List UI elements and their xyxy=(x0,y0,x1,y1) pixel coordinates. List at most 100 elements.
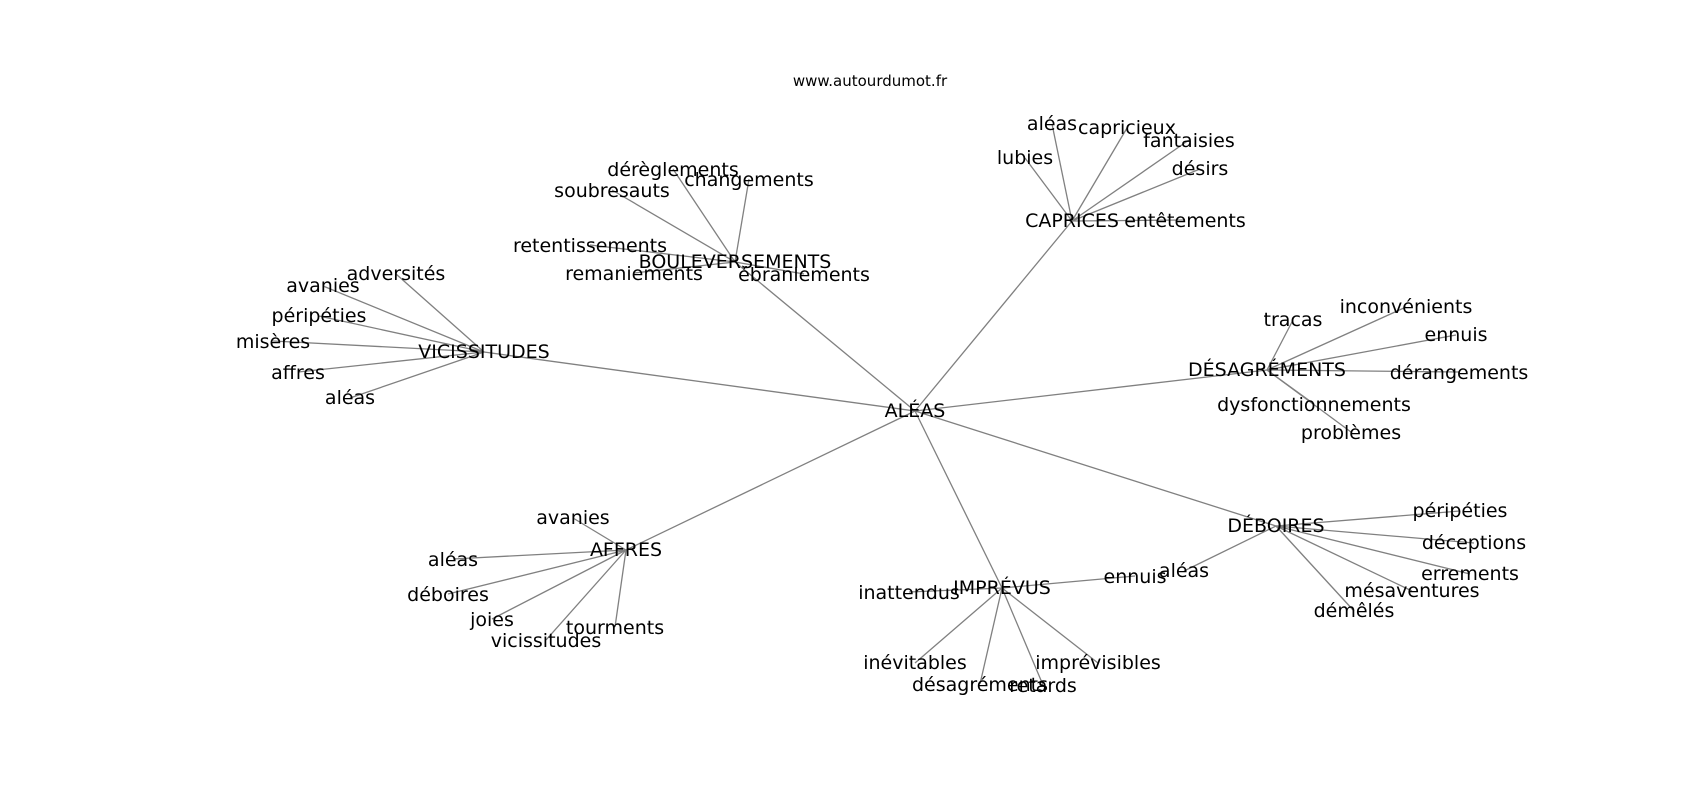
edge-vicissitudes-5 xyxy=(349,351,485,399)
edge-root-imprevus xyxy=(914,410,1003,589)
hub-node-vicissitudes[interactable]: VICISSITUDES xyxy=(418,341,549,363)
leaf-node-affres-4[interactable]: vicissitudes xyxy=(491,630,601,652)
leaf-node-imprevus-3[interactable]: désagréments xyxy=(912,674,1048,696)
hub-node-caprices[interactable]: CAPRICES xyxy=(1025,210,1119,232)
leaf-node-bouleversements-1[interactable]: changements xyxy=(684,169,814,191)
leaf-node-imprevus-5[interactable]: imprévisibles xyxy=(1035,652,1161,674)
leaf-node-vicissitudes-1[interactable]: avanies xyxy=(286,275,359,297)
leaf-node-caprices-5[interactable]: entêtements xyxy=(1124,210,1246,232)
edge-root-caprices xyxy=(914,220,1073,412)
leaf-node-deboires-5[interactable]: démêlés xyxy=(1314,600,1395,622)
edge-bouleversements-0 xyxy=(672,168,736,263)
edge-root-desagrements xyxy=(914,369,1268,412)
graph-edges xyxy=(272,123,1475,686)
leaf-node-caprices-0[interactable]: aléas xyxy=(1027,113,1077,135)
edge-caprices-0 xyxy=(1051,123,1073,222)
edge-affres-3 xyxy=(491,549,627,620)
leaf-node-desagrements-2[interactable]: ennuis xyxy=(1425,324,1488,346)
leaf-node-imprevus-0[interactable]: inattendus xyxy=(858,582,960,604)
edge-root-deboires xyxy=(914,410,1277,527)
leaf-node-deboires-3[interactable]: errements xyxy=(1421,563,1519,585)
edge-caprices-4 xyxy=(1071,168,1201,222)
hub-node-deboires[interactable]: DÉBOIRES xyxy=(1227,514,1324,537)
edge-desagrements-5 xyxy=(1266,369,1352,433)
leaf-node-bouleversements-2[interactable]: soubresauts xyxy=(554,180,670,202)
edge-affres-2 xyxy=(447,549,627,595)
site-caption: www.autourdumot.fr xyxy=(792,72,948,90)
edge-desagrements-1 xyxy=(1266,306,1407,371)
leaf-node-vicissitudes-0[interactable]: adversités xyxy=(347,263,446,285)
edge-root-affres xyxy=(625,410,916,551)
leaf-node-caprices-1[interactable]: capricieux xyxy=(1078,117,1176,139)
leaf-node-desagrements-5[interactable]: problèmes xyxy=(1301,422,1401,444)
leaf-node-caprices-2[interactable]: fantaisies xyxy=(1143,130,1235,152)
edge-deboires-0 xyxy=(1183,525,1277,572)
edge-caprices-5 xyxy=(1071,219,1186,222)
leaf-node-bouleversements-5[interactable]: ébranlements xyxy=(738,264,870,286)
edge-bouleversements-1 xyxy=(734,178,750,263)
edge-affres-0 xyxy=(572,517,627,551)
edge-bouleversements-5 xyxy=(734,261,805,275)
leaf-node-imprevus-4[interactable]: retards xyxy=(1009,675,1077,697)
edge-caprices-2 xyxy=(1071,139,1190,222)
leaf-node-desagrements-1[interactable]: inconvénients xyxy=(1340,296,1473,318)
leaf-node-vicissitudes-2[interactable]: péripéties xyxy=(272,305,367,327)
leaf-node-deboires-4[interactable]: mésaventures xyxy=(1344,580,1479,602)
root-node[interactable]: ALÉAS xyxy=(885,399,946,422)
leaf-node-imprevus-2[interactable]: inévitables xyxy=(863,652,967,674)
leaf-node-caprices-4[interactable]: désirs xyxy=(1172,158,1229,180)
leaf-node-imprevus-1[interactable]: ennuis xyxy=(1104,566,1167,588)
hub-node-bouleversements[interactable]: BOULEVERSEMENTS xyxy=(639,251,832,273)
edge-vicissitudes-0 xyxy=(395,273,485,353)
leaf-node-vicissitudes-4[interactable]: affres xyxy=(271,362,325,384)
leaf-node-affres-0[interactable]: avanies xyxy=(536,507,609,529)
hub-node-desagrements[interactable]: DÉSAGRÉMENTS xyxy=(1188,358,1346,381)
edge-deboires-1 xyxy=(1275,510,1461,527)
edge-affres-1 xyxy=(452,549,627,560)
hub-node-imprevus[interactable]: IMPRÉVUS xyxy=(953,576,1051,599)
leaf-node-vicissitudes-3[interactable]: misères xyxy=(236,331,310,353)
edge-deboires-4 xyxy=(1275,525,1413,592)
edge-bouleversements-3 xyxy=(589,244,736,263)
leaf-node-vicissitudes-5[interactable]: aléas xyxy=(325,387,375,409)
edge-desagrements-3 xyxy=(1266,369,1460,373)
leaf-node-affres-3[interactable]: joies xyxy=(469,609,514,631)
edge-vicissitudes-3 xyxy=(272,340,485,353)
edge-bouleversements-2 xyxy=(611,189,736,263)
leaf-node-bouleversements-4[interactable]: remaniements xyxy=(565,263,703,285)
leaf-node-bouleversements-3[interactable]: retentissements xyxy=(513,235,667,257)
edge-vicissitudes-2 xyxy=(318,315,485,353)
edge-deboires-5 xyxy=(1275,525,1355,612)
edge-affres-5 xyxy=(614,549,627,628)
leaf-node-bouleversements-0[interactable]: dérèglements xyxy=(607,159,738,181)
leaf-node-deboires-2[interactable]: déceptions xyxy=(1422,532,1526,554)
edge-vicissitudes-1 xyxy=(322,285,485,353)
leaf-node-affres-5[interactable]: tourments xyxy=(566,617,664,639)
edge-root-vicissitudes xyxy=(483,351,916,412)
edge-imprevus-0 xyxy=(908,587,1003,593)
graph-labels: ALÉAS BOULEVERSEMENTS dérèglementschangeme… xyxy=(236,113,1528,697)
leaf-node-desagrements-0[interactable]: tracas xyxy=(1264,309,1323,331)
leaf-node-affres-2[interactable]: déboires xyxy=(407,584,489,606)
leaf-node-desagrements-3[interactable]: dérangements xyxy=(1390,362,1529,384)
edge-imprevus-1 xyxy=(1001,575,1136,589)
edge-imprevus-2 xyxy=(914,587,1003,664)
edge-desagrements-2 xyxy=(1266,334,1457,371)
edge-bouleversements-4 xyxy=(633,261,736,274)
leaf-node-desagrements-4[interactable]: dysfonctionnements xyxy=(1217,394,1411,416)
leaf-node-deboires-1[interactable]: péripéties xyxy=(1413,500,1508,522)
edge-deboires-2 xyxy=(1275,525,1475,544)
edge-imprevus-4 xyxy=(1001,587,1044,686)
leaf-node-affres-1[interactable]: aléas xyxy=(428,549,478,571)
edge-root-bouleversements xyxy=(734,261,916,412)
edge-caprices-3 xyxy=(1024,157,1073,222)
edge-vicissitudes-4 xyxy=(297,351,485,373)
hub-node-affres[interactable]: AFFRES xyxy=(590,539,662,561)
edge-imprevus-5 xyxy=(1001,587,1099,664)
edge-desagrements-0 xyxy=(1266,319,1294,371)
edge-imprevus-3 xyxy=(979,587,1003,685)
leaf-node-caprices-3[interactable]: lubies xyxy=(997,147,1053,169)
leaf-node-deboires-0[interactable]: aléas xyxy=(1159,560,1209,582)
edge-deboires-3 xyxy=(1275,525,1471,575)
